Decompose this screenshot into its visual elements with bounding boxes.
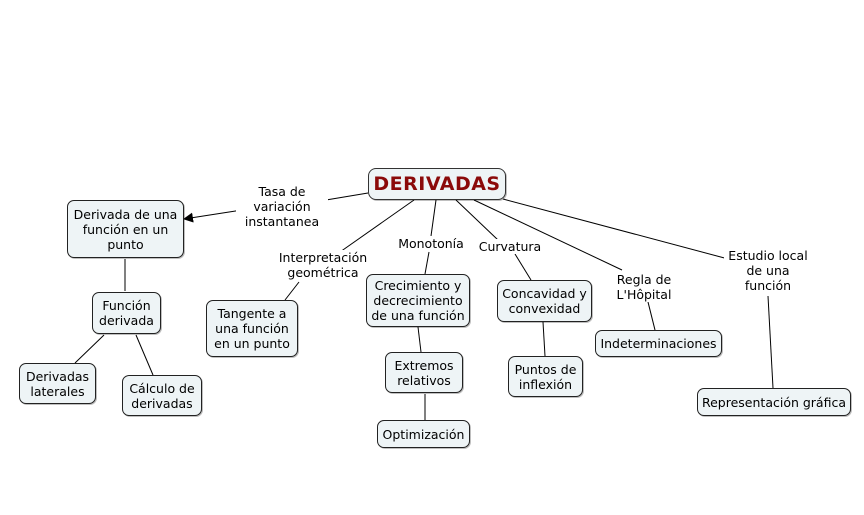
link-label-interpretacion: Interpretación geométrica: [272, 250, 374, 280]
node-optimizacion[interactable]: Optimización: [377, 420, 470, 448]
link-label-estudio: Estudio local de una función: [724, 248, 812, 293]
node-indeterminaciones[interactable]: Indeterminaciones: [595, 330, 722, 357]
node-concavidad[interactable]: Concavidad y convexidad: [497, 280, 592, 322]
node-representacion[interactable]: Representación gráfica: [697, 388, 851, 416]
node-calculo-derivadas[interactable]: Cálculo de derivadas: [122, 375, 202, 416]
node-puntos-inflexion[interactable]: Puntos de inflexión: [508, 356, 583, 397]
link-label-tasa: Tasa de variación instantanea: [236, 184, 328, 229]
node-crecimiento[interactable]: Crecimiento y decrecimiento de una funci…: [366, 274, 470, 327]
link-label-curvatura: Curvatura: [476, 239, 544, 254]
node-funcion-derivada[interactable]: Función derivada: [92, 292, 161, 334]
node-tangente[interactable]: Tangente a una función en un punto: [206, 300, 298, 357]
node-derivada-funcion[interactable]: Derivada de una función en un punto: [67, 200, 184, 258]
link-label-regla: Regla de L'Hôpital: [610, 272, 678, 302]
node-extremos[interactable]: Extremos relativos: [385, 352, 463, 393]
node-derivadas-laterales[interactable]: Derivadas laterales: [19, 363, 96, 404]
root-node-derivadas[interactable]: DERIVADAS: [368, 168, 506, 200]
link-label-monotonia: Monotonía: [394, 236, 468, 251]
